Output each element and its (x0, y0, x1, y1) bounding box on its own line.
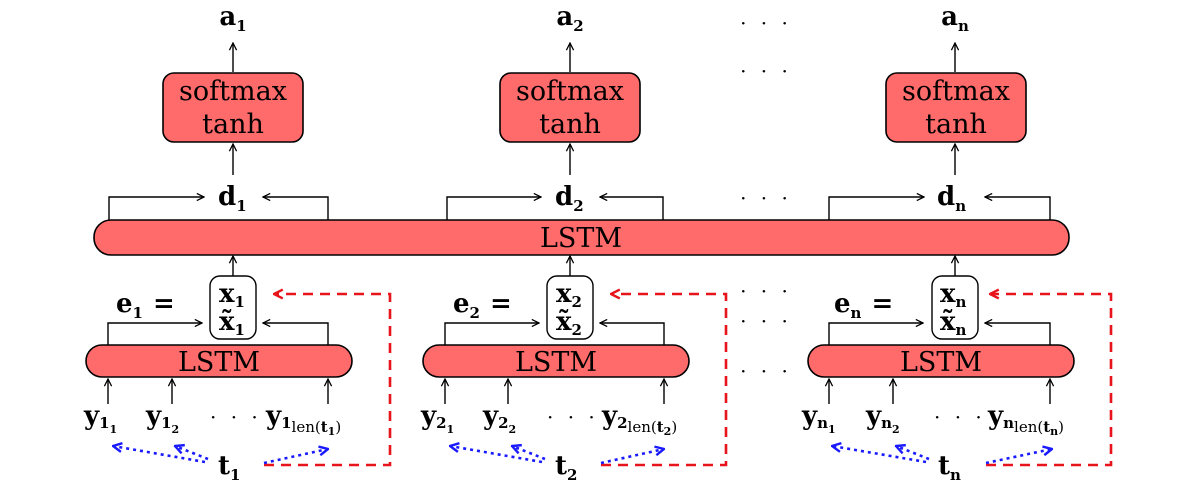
dotted-arrow-t-to-y1-2 (450, 446, 543, 464)
decoder-state-d-n: dn (937, 182, 966, 215)
arrow-right-into-d-1 (263, 197, 329, 220)
output-a-2: a2 (556, 2, 583, 35)
dotted-arrow-t-to-y2-1 (175, 446, 209, 461)
encoder-lstm-block-1: LSTM (85, 344, 353, 378)
decoder-lstm-block: LSTM (93, 219, 1070, 256)
column-n: an softmax tanh dn en= xn x̃n LSTM yn1 y… (801, 2, 1113, 484)
gap-dots-x: · · · (740, 279, 792, 303)
gap-dots-decoder: · · · (740, 186, 792, 210)
arrow-right-into-d-n (985, 197, 1051, 220)
column-1: a1 softmax tanh d1 e1= x1 x̃1 LSTM y11 (83, 2, 392, 484)
encoder-lstm-block-n: LSTM (807, 344, 1075, 378)
token-t-1: t1 (218, 451, 240, 484)
encoding-e-1: e1= (116, 289, 175, 322)
arrow-encoder-left-to-xt-n (828, 323, 923, 345)
dotted-arrow-t-to-y1-1 (113, 446, 206, 464)
token-y-1-2: y12 (145, 401, 179, 436)
encoding-vector-box-n (931, 275, 979, 340)
softmax-tanh-block-2: softmax tanh (499, 72, 641, 143)
softmax-label-n: softmax (902, 76, 1010, 107)
dotted-arrow-t-to-y2-n (896, 446, 930, 461)
softmax-tanh-block-1: softmax tanh (162, 72, 304, 143)
tanh-label-2: tanh (539, 109, 601, 140)
x-tilde-vector-1: x̃1 (219, 307, 245, 339)
x-tilde-vector-n: x̃n (940, 307, 967, 339)
arrow-encoder-left-to-xt-1 (107, 323, 202, 345)
encoding-e-n: en= (834, 289, 893, 322)
dotted-arrow-t-to-y1-n (832, 446, 927, 464)
decoder-state-d-2: d2 (555, 182, 584, 215)
token-y-n-len: ynlen(tn) (987, 401, 1064, 438)
token-y-2-len: y2len(t2) (601, 401, 677, 438)
token-ellipsis-2: · · · (547, 405, 599, 429)
gap-dots-top: · · · (740, 11, 792, 35)
arrow-encoder-right-to-xt-1 (263, 323, 329, 345)
softmax-label-1: softmax (179, 76, 287, 107)
token-y-1-len: y1len(t1) (265, 401, 341, 438)
x-vector-1: x1 (219, 279, 245, 311)
token-y-1-1: y11 (83, 401, 117, 436)
arrow-encoder-left-to-xt-2 (444, 323, 539, 345)
x-vector-2: x2 (556, 279, 582, 311)
dashed-feedback-arrow-n (986, 294, 1113, 467)
arrow-left-into-d-1 (108, 197, 204, 220)
arrow-left-into-d-n (828, 197, 924, 220)
token-y-n-2: yn2 (865, 401, 900, 436)
gap-dots-group: · · · · · · · · · · · · · · · · · · (740, 11, 792, 383)
softmax-label-2: softmax (516, 76, 624, 107)
token-y-2-1: y21 (420, 401, 454, 436)
dotted-arrow-t-to-ylen-1 (263, 449, 328, 465)
arrow-left-into-d-2 (446, 197, 541, 220)
arrow-encoder-right-to-xt-2 (600, 323, 665, 345)
encoding-vector-box-2 (546, 275, 594, 340)
encoding-e-2: e2= (453, 289, 512, 322)
dotted-arrow-t-to-ylen-2 (600, 449, 664, 465)
tanh-label-1: tanh (202, 109, 264, 140)
gap-dots-xt: · · · (740, 309, 792, 333)
encoder-lstm-label-n: LSTM (900, 347, 982, 378)
dotted-arrow-t-to-ylen-n (985, 449, 1052, 465)
token-y-n-1: yn1 (801, 401, 836, 436)
softmax-tanh-block-n: softmax tanh (885, 72, 1027, 143)
x-vector-n: xn (940, 279, 967, 311)
arrow-right-into-d-2 (600, 197, 664, 220)
output-a-1: a1 (219, 2, 246, 35)
column-2: a2 softmax tanh d2 e2= x2 x̃2 LSTM y21 y… (420, 2, 728, 484)
decoder-state-d-1: d1 (218, 182, 247, 215)
dotted-arrow-t-to-y2-2 (512, 446, 546, 461)
dashed-feedback-arrow-1 (264, 294, 392, 467)
x-tilde-vector-2: x̃2 (556, 307, 582, 339)
encoder-lstm-block-2: LSTM (422, 344, 690, 378)
dashed-feedback-arrow-2 (601, 294, 728, 467)
token-t-2: t2 (555, 451, 577, 484)
gap-dots-encoder: · · · (740, 359, 792, 383)
encoder-lstm-label-2: LSTM (515, 347, 597, 378)
gap-dots-softmax: · · · (740, 59, 792, 83)
decoder-lstm-label: LSTM (540, 223, 622, 254)
arrow-encoder-right-to-xt-n (985, 323, 1051, 345)
token-t-n: tn (938, 451, 961, 484)
token-ellipsis-1: · · · (210, 405, 262, 429)
encoder-lstm-label-1: LSTM (178, 347, 260, 378)
token-ellipsis-n: · · · (934, 405, 986, 429)
encoding-vector-box-1 (209, 275, 257, 340)
tanh-label-n: tanh (925, 109, 987, 140)
token-y-2-2: y22 (482, 401, 516, 436)
output-a-n: an (941, 2, 969, 35)
